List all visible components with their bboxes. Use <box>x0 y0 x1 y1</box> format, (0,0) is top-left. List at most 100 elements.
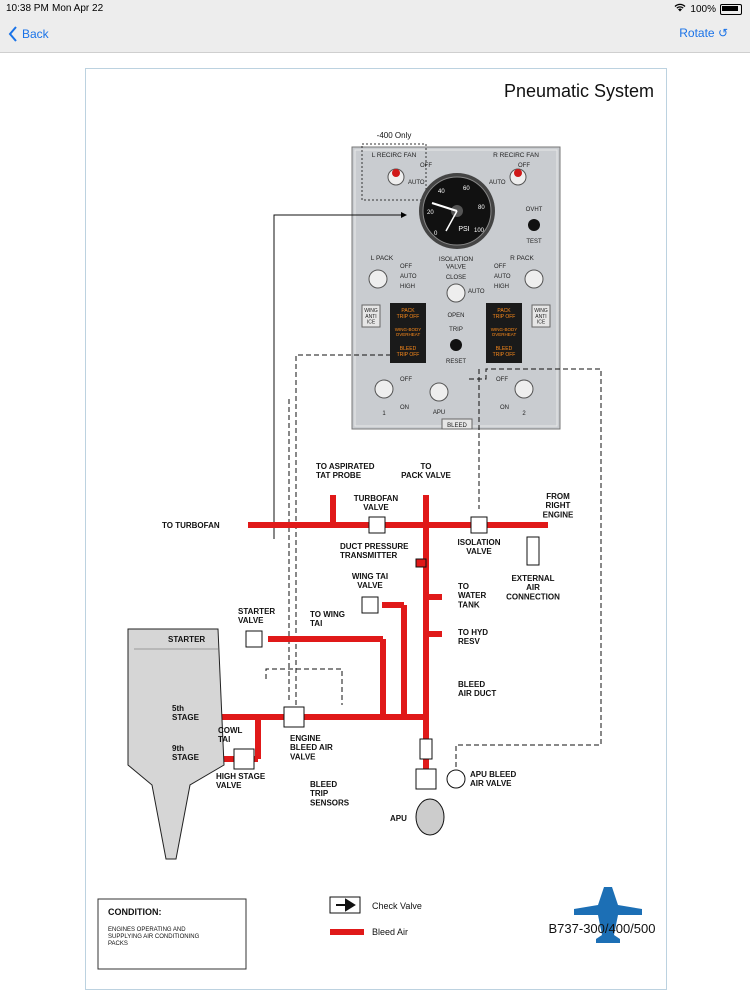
bleed-1-number: 1 <box>382 411 386 417</box>
legend: Check Valve Bleed Air <box>329 896 422 937</box>
gauge-tick-80: 80 <box>478 205 485 211</box>
duct-pressure-gauge: 0 20 40 60 80 100 PSI <box>419 173 495 249</box>
test-label: TEST <box>526 239 542 245</box>
r-pack-label: R PACK <box>510 255 534 262</box>
l-pack-high: HIGH <box>400 284 415 290</box>
trip-reset-button[interactable] <box>450 339 462 351</box>
isolation-valve <box>470 516 488 534</box>
status-date: Mon Apr 22 <box>52 3 104 14</box>
l-pack-auto: AUTO <box>400 274 417 280</box>
r-pack-auto: AUTO <box>494 274 511 280</box>
bleed-panel-label: BLEED <box>447 423 467 429</box>
bleed-1-off: OFF <box>400 377 412 383</box>
l-pack-switch[interactable] <box>368 269 388 289</box>
valves <box>233 516 540 836</box>
bleed-2-number: 2 <box>522 411 526 417</box>
l-fan-off: OFF <box>420 163 432 169</box>
r-fan-auto: AUTO <box>489 180 506 186</box>
turbofan-valve <box>368 516 386 534</box>
bleed-1-on: ON <box>400 405 409 411</box>
r-fan-off: OFF <box>518 163 530 169</box>
r-pack-off: OFF <box>494 264 506 270</box>
bleed-air-ducts <box>208 495 548 769</box>
status-right: 100% <box>674 3 742 15</box>
condition-title: CONDITION: <box>108 907 162 917</box>
chevron-left-icon <box>8 26 17 42</box>
l-pack-off: OFF <box>400 264 412 270</box>
apu-bleed-air-valve <box>415 768 437 790</box>
r-pack-switch[interactable] <box>524 269 544 289</box>
battery-percent: 100% <box>690 3 716 15</box>
only-400-box <box>361 143 427 201</box>
left-annunciator-panel <box>390 303 426 363</box>
check-valve-icon <box>336 898 356 912</box>
model-label: B737-300/400/500 <box>549 921 656 936</box>
bleed-air-swatch <box>330 929 364 935</box>
diagram-title: Pneumatic System <box>504 81 654 101</box>
control-panel: -400 Only L RECIRC FAN R RECIRC FAN OFF … <box>351 131 561 430</box>
status-bar: 10:38 PM Mon Apr 22 100% <box>0 0 750 18</box>
back-label: Back <box>22 27 49 41</box>
bleed-2-switch[interactable] <box>514 379 534 399</box>
control-lines <box>265 212 602 769</box>
apu-bleed-label: APU <box>433 410 445 416</box>
condition-box <box>97 898 247 970</box>
right-annunciator-panel <box>486 303 522 363</box>
back-button[interactable]: Back <box>8 26 49 42</box>
bleed-1-switch[interactable] <box>374 379 394 399</box>
status-time: 10:38 PM <box>6 3 49 14</box>
engine-bleed-air-valve <box>283 706 305 728</box>
apu-check-valve <box>419 738 433 760</box>
r-recirc-fan-label: R RECIRC FAN <box>493 152 539 159</box>
engine <box>127 628 225 860</box>
wing-tai-valve <box>361 596 379 614</box>
l-recirc-fan-label: L RECIRC FAN <box>372 152 417 159</box>
only-400-label: -400 Only <box>377 131 412 140</box>
to-turbofan-label: TO TURBOFAN <box>162 521 220 530</box>
rotate-button[interactable]: Rotate ↺ <box>679 26 728 40</box>
wifi-icon <box>674 3 686 15</box>
gauge-tick-0: 0 <box>434 231 438 237</box>
external-air-connection <box>526 536 540 566</box>
nav-bar: Back Rotate ↺ <box>0 18 750 53</box>
gauge-tick-40: 40 <box>438 189 445 195</box>
airplane-logo <box>574 887 642 943</box>
apu-bleed-switch[interactable] <box>429 382 449 402</box>
starter-label: STARTER <box>168 635 205 644</box>
trip-label: TRIP <box>449 327 463 333</box>
isolation-valve-switch[interactable] <box>446 283 466 303</box>
r-pack-high: HIGH <box>494 284 509 290</box>
l-fan-auto: AUTO <box>408 180 425 186</box>
ovht-test-button[interactable] <box>528 219 540 231</box>
gauge-tick-100: 100 <box>474 228 485 234</box>
legend-check-valve: Check Valve <box>372 901 422 911</box>
l-pack-label: L PACK <box>371 255 394 262</box>
duct-pressure-transmitter <box>415 558 427 568</box>
